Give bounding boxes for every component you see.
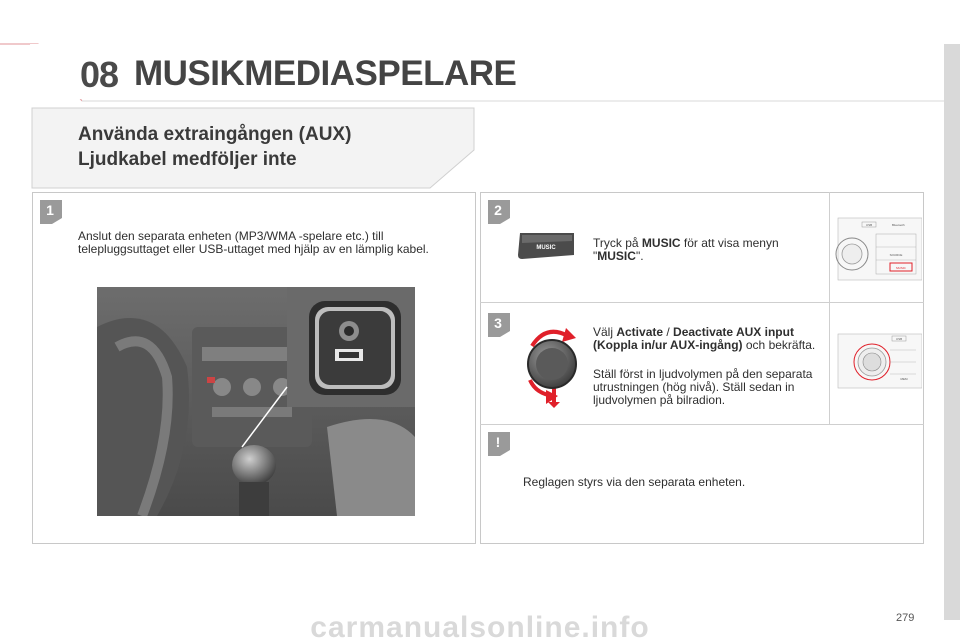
- music-button[interactable]: MUSIC: [516, 231, 578, 261]
- chapter-title: MUSIKMEDIASPELARE: [134, 54, 517, 93]
- warning-text: Reglagen styrs via den separata enheten.: [523, 475, 746, 489]
- step1-badge: 1: [38, 198, 66, 226]
- svg-text:Bluetooth: Bluetooth: [892, 223, 905, 227]
- rotary-knob-icon: [527, 328, 577, 408]
- chapter-number: 08: [80, 54, 119, 95]
- radio-panel-knob: USB MEM: [832, 330, 922, 392]
- step3-text: Välj Activate / Deactivate AUX input (Ko…: [593, 325, 816, 352]
- section-subtitle: Ljudkabel medföljer inte: [78, 149, 297, 170]
- svg-text:USB: USB: [896, 337, 902, 341]
- step2-badge: 2: [486, 198, 514, 226]
- step2-text: Tryck på MUSIC för att visa menyn "MUSIC…: [593, 236, 779, 263]
- svg-text:MUSIC: MUSIC: [896, 266, 907, 270]
- svg-text:USB: USB: [866, 223, 872, 227]
- page-number: 279: [896, 612, 915, 624]
- svg-text:MUSIC: MUSIC: [536, 245, 556, 251]
- step3-text-2: Ställ först in ljudvolymen på den separa…: [593, 367, 813, 407]
- watermark: carmanualsonline.info: [310, 611, 650, 640]
- section-title-box: [31, 107, 475, 189]
- page-edge-tab: [944, 44, 960, 620]
- header-banner: [0, 43, 944, 102]
- svg-text:SOURCE: SOURCE: [890, 253, 903, 257]
- section-title: Använda extraingången (AUX): [78, 124, 352, 145]
- radio-panel-music: USB Bluetooth SOURCE MUSIC: [832, 214, 922, 284]
- svg-text:MEM: MEM: [901, 377, 909, 381]
- warning-badge: !: [486, 430, 514, 458]
- step3-badge: 3: [486, 311, 514, 339]
- step1-text: Anslut den separata enheten (MP3/WMA -sp…: [78, 229, 429, 256]
- car-console-photo: [97, 287, 415, 516]
